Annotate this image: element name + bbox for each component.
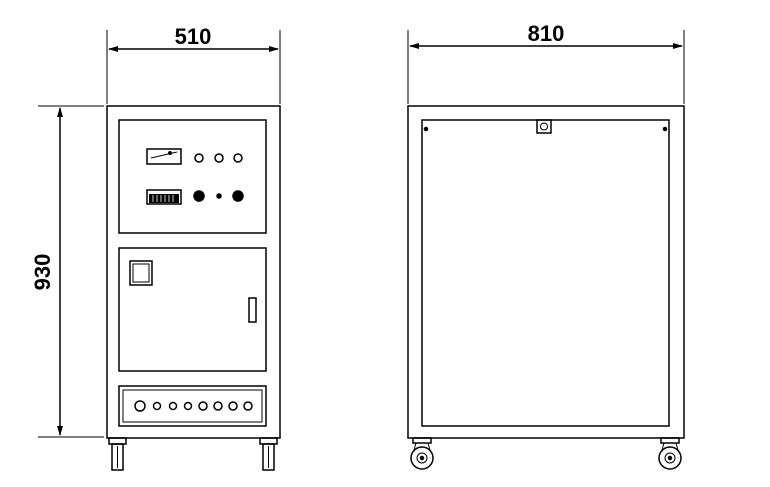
- connector-5: [198, 401, 208, 411]
- door-window: [129, 260, 153, 286]
- digital-display: [146, 189, 182, 205]
- rotary-knob-1: [193, 190, 205, 202]
- side-caster-left: [410, 437, 434, 470]
- side-caster-right: [658, 437, 682, 470]
- side-view: [407, 105, 685, 470]
- connector-6: [213, 401, 223, 411]
- side-cabinet-outline: [407, 105, 685, 439]
- connector-panel-inner: [122, 389, 263, 423]
- knob-2: [214, 153, 224, 163]
- connector-8: [243, 401, 253, 411]
- rotary-knob-2: [232, 190, 244, 202]
- control-panel: [118, 119, 267, 234]
- dimension-front-width: 510: [106, 24, 281, 104]
- screw-right: [662, 126, 668, 132]
- knob-1: [194, 153, 204, 163]
- dimension-side-depth: 810: [407, 21, 685, 104]
- dimension-height: 930: [30, 105, 104, 438]
- height-label: 930: [30, 254, 55, 291]
- connector-1: [134, 400, 146, 412]
- screw-left: [423, 126, 429, 132]
- front-cabinet-outline: [106, 105, 281, 439]
- lifting-lug: [536, 119, 552, 134]
- front-door: [118, 247, 267, 372]
- indicator-light: [216, 193, 222, 199]
- front-caster-left: [108, 437, 127, 471]
- front-caster-right: [259, 437, 278, 471]
- analog-meter: [146, 148, 182, 165]
- front-view: [106, 105, 281, 471]
- front-width-label: 510: [175, 24, 212, 49]
- connector-7: [228, 401, 238, 411]
- connector-2: [152, 401, 162, 411]
- knob-3: [233, 153, 243, 163]
- connector-4: [183, 401, 193, 411]
- door-handle: [248, 297, 257, 323]
- side-panel: [421, 119, 670, 427]
- side-depth-label: 810: [528, 21, 565, 46]
- connector-3: [168, 401, 178, 411]
- connector-panel: [118, 385, 267, 427]
